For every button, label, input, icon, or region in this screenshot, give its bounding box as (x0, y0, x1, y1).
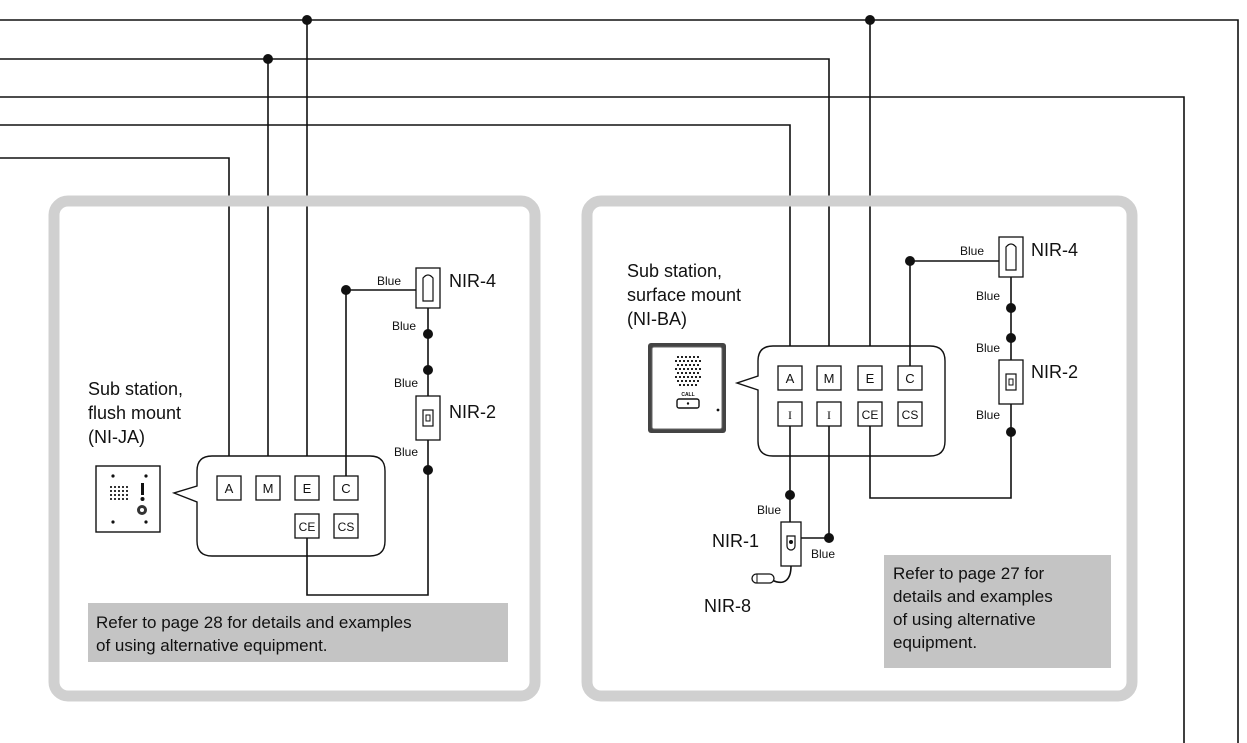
right-panel: Sub station, surface mount (NI-BA) CALL (627, 236, 1111, 668)
left-terminal-bubble (171, 455, 386, 557)
right-panel-frame (581, 195, 1138, 702)
right-terminal-m: M (824, 371, 835, 386)
left-wire-color-4: Blue (394, 445, 418, 459)
right-station-caption-2: surface mount (627, 285, 741, 305)
right-station-caption-1: Sub station, (627, 261, 722, 281)
right-wire-color-4: Blue (976, 408, 1000, 422)
left-terminal-c: C (341, 481, 350, 496)
right-note-line-4: equipment. (893, 633, 977, 652)
left-station-caption-3: (NI-JA) (88, 427, 145, 447)
right-terminal-bubble (734, 345, 946, 457)
right-nir8-label: NIR-8 (704, 596, 751, 616)
right-wire-color-6: Blue (811, 547, 835, 561)
right-note-line-3: of using alternative (893, 610, 1036, 629)
right-note-line-2: details and examples (893, 587, 1053, 606)
right-nir2-label: NIR-2 (1031, 362, 1078, 382)
left-terminal-m: M (263, 481, 274, 496)
right-wire-color-5: Blue (757, 503, 781, 517)
right-note-line-1: Refer to page 27 for (893, 564, 1045, 583)
nir8-handset-icon (751, 573, 775, 584)
right-terminal-i-2: I (827, 408, 831, 422)
left-panel-frame (48, 195, 541, 702)
right-wire-color-1: Blue (960, 244, 984, 258)
left-nir2-label: NIR-2 (449, 402, 496, 422)
right-wire-color-2: Blue (976, 289, 1000, 303)
right-terminal-e: E (866, 371, 875, 386)
left-reference-note (88, 603, 508, 662)
right-terminal-i-1: I (788, 408, 792, 422)
left-wire-color-2: Blue (392, 319, 416, 333)
right-reference-note (884, 555, 1111, 668)
bus-lines (0, 15, 1239, 743)
left-wire-color-3: Blue (394, 376, 418, 390)
station-call-label: CALL (681, 392, 694, 398)
right-terminal-cs: CS (902, 408, 919, 422)
left-station-caption-1: Sub station, (88, 379, 183, 399)
left-terminal-a: A (225, 481, 234, 496)
left-terminal-ce: CE (299, 520, 316, 534)
right-terminal-a: A (786, 371, 795, 386)
right-nir4-label: NIR-4 (1031, 240, 1078, 260)
left-note-line-1: Refer to page 28 for details and example… (96, 613, 412, 632)
left-station-caption-2: flush mount (88, 403, 181, 423)
surface-mount-station-icon: CALL (648, 343, 726, 433)
left-panel: Sub station, flush mount (NI-JA) A (88, 267, 508, 662)
right-terminal-ce: CE (862, 408, 879, 422)
left-terminal-e: E (303, 481, 312, 496)
right-terminal-c: C (905, 371, 914, 386)
right-nir1-label: NIR-1 (712, 531, 759, 551)
left-nir4-label: NIR-4 (449, 271, 496, 291)
left-note-line-2: of using alternative equipment. (96, 636, 328, 655)
left-wire-color-1: Blue (377, 274, 401, 288)
flush-mount-station-icon (95, 465, 161, 533)
left-terminal-cs: CS (338, 520, 355, 534)
right-station-caption-3: (NI-BA) (627, 309, 687, 329)
right-wire-color-3: Blue (976, 341, 1000, 355)
